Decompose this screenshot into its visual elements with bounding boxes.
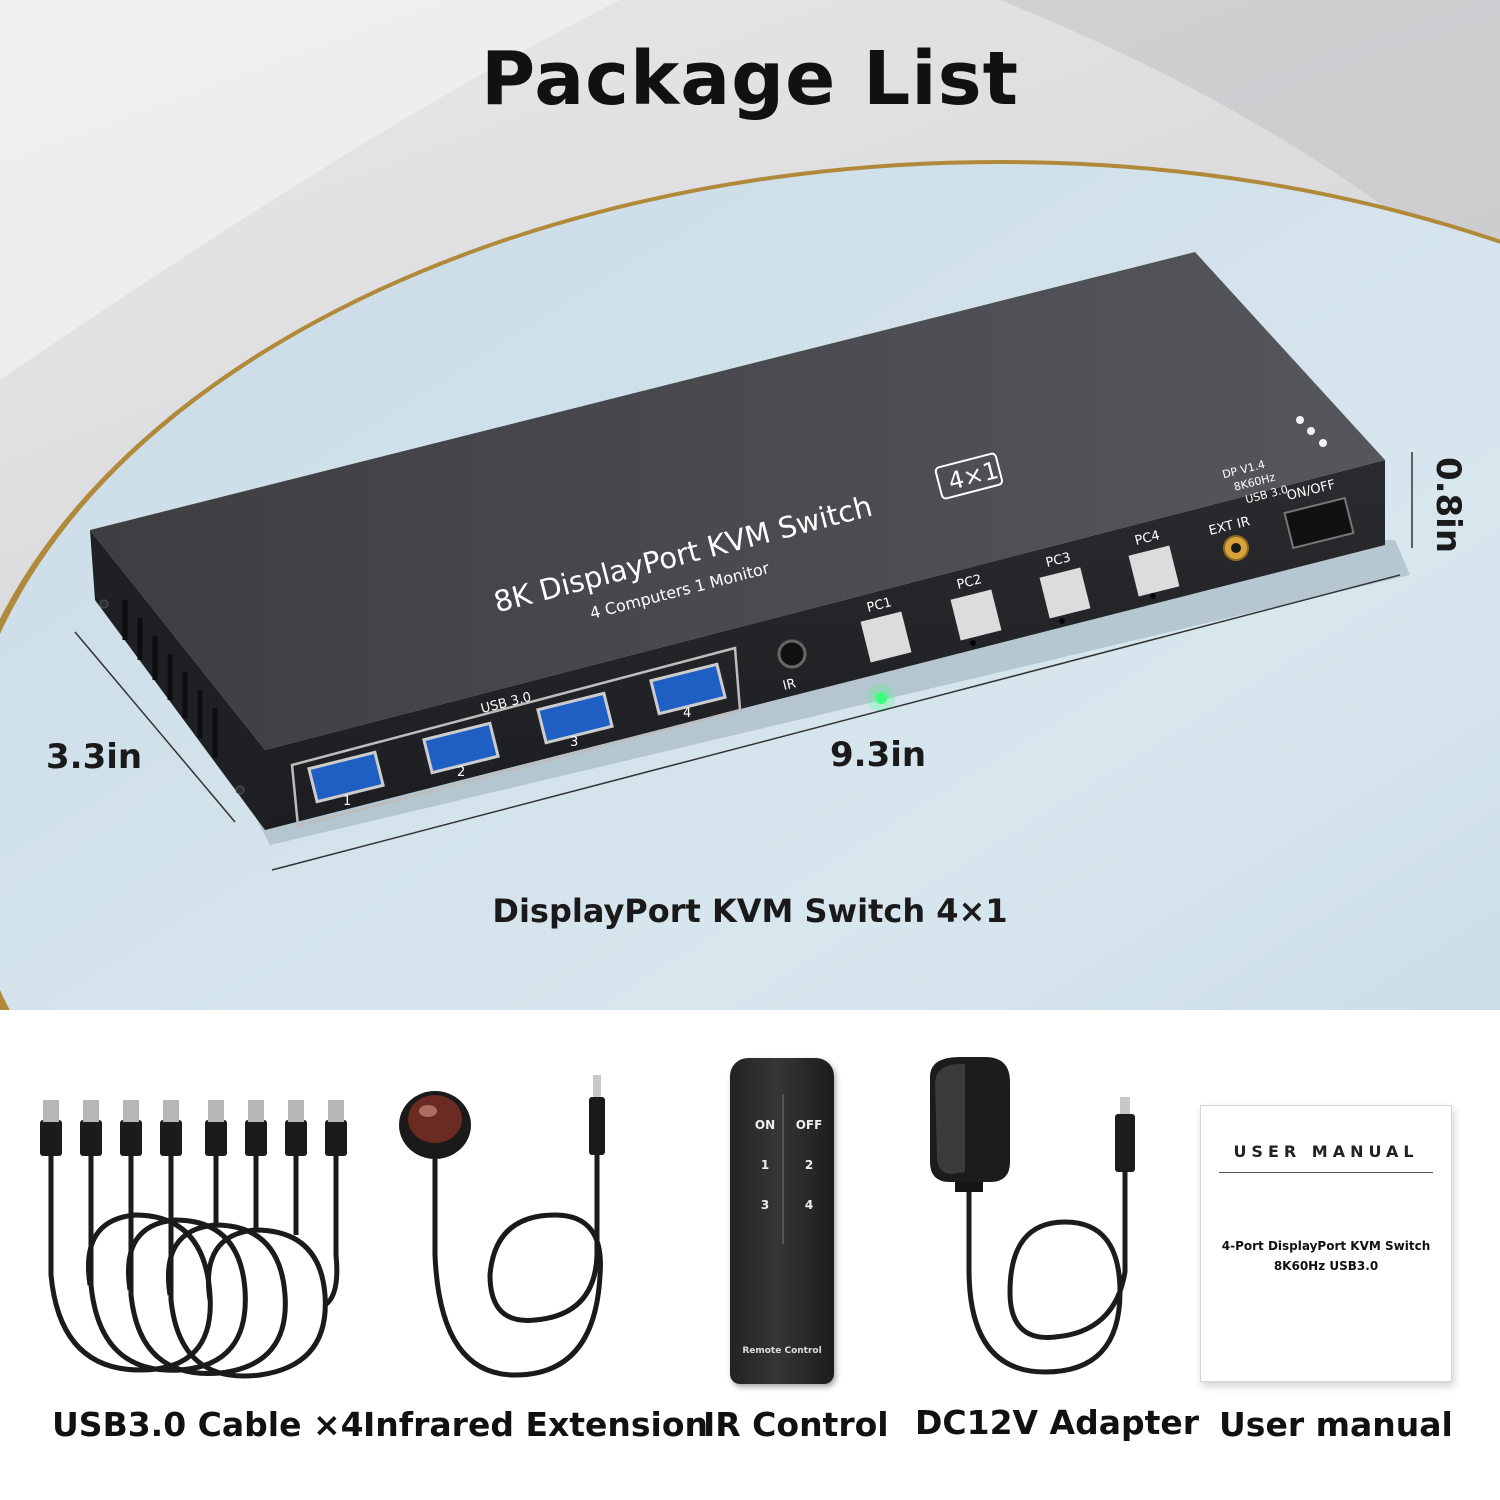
bg-highlight [0,0,620,380]
bg-shadow [1000,0,1500,300]
height-dimension-label: 0.8in [1428,456,1469,554]
usb-port-3 [536,691,614,745]
item-label-dc-adapter: DC12V Adapter [915,1403,1200,1442]
remote-button-4: 4 [804,1198,814,1212]
usb-port-1 [307,750,385,804]
item-label-user-manual: User manual [1219,1405,1453,1444]
remote-control-icon: ON OFF 1 2 3 4 Remote Control [730,1058,834,1384]
remote-button-3: 3 [760,1198,770,1212]
pc1-label: PC1 [865,595,893,616]
manual-heading: USER MANUAL [1233,1142,1419,1161]
usb-port-3-label: 3 [570,735,578,750]
length-dimension-label: 9.3in [830,735,927,775]
remote-divider [782,1094,784,1244]
pc4-label: PC4 [1133,528,1161,549]
item-label-ir-control: IR Control [703,1405,889,1444]
length-dimension-line [271,574,1401,871]
pc4-button [1128,545,1180,597]
pc2-label: PC2 [955,572,983,593]
pc1-button [860,611,912,663]
indicator-led-1 [1296,416,1304,424]
manual-rule [1219,1172,1433,1173]
screw [235,785,245,795]
item-label-infrared-extension: Infrared Extension [363,1405,709,1444]
usb-port-2 [422,721,500,775]
pc2-led [970,640,976,646]
usb-port-2-label: 2 [457,765,465,780]
pc2-button [950,589,1002,641]
manual-line-2: 8K60Hz USB3.0 [1273,1259,1379,1273]
device-left-side [90,530,265,830]
indicator-led-2 [1307,427,1315,435]
remote-on-button: ON [754,1118,776,1132]
pc3-led [1059,618,1065,624]
ir-receiver-icon [399,1075,605,1378]
ext-ir-jack-hole [1231,543,1241,553]
depth-dimension-label: 3.3in [46,737,143,777]
ir-jack [777,639,807,669]
power-adapter-icon [930,1057,1135,1375]
depth-dimension-line [74,631,236,823]
remote-button-2: 2 [804,1158,814,1172]
device-top-lid [90,252,1385,750]
screw [99,599,109,609]
power-switch [1283,496,1355,550]
remote-off-button: OFF [795,1118,823,1132]
hero-section: 8K DisplayPort KVM Switch 4×1 4 Computer… [0,0,1500,1010]
product-scene: 8K DisplayPort KVM Switch 4×1 4 Computer… [0,0,1500,1010]
device-caption: DisplayPort KVM Switch 4×1 [492,892,1008,930]
vent-slots [122,600,218,758]
remote-label: Remote Control [742,1346,822,1356]
pc3-label: PC3 [1044,550,1072,571]
usb-port-1-label: 1 [343,794,351,809]
manual-line-1: 4-Port DisplayPort KVM Switch [1221,1239,1431,1253]
pc3-button [1039,567,1091,619]
ir-label: IR [781,676,797,694]
item-label-usb-cables: USB3.0 Cable ×4 [52,1405,364,1444]
manual-booklet-icon: USER MANUAL 4-Port DisplayPort KVM Switc… [1200,1105,1452,1382]
page-title: Package List [480,36,1020,122]
usb-cable-bundle-icon [40,1100,347,1379]
usb-port-4-label: 4 [683,706,691,721]
remote-button-1: 1 [760,1158,770,1172]
pc1-led-glow [867,684,895,712]
usb-port-4 [649,662,727,716]
badge-outline [934,452,1004,500]
usb-group-outline [290,646,742,828]
indicator-led-3 [1319,439,1327,447]
pc4-led [1150,593,1156,599]
pc1-led [875,692,887,704]
